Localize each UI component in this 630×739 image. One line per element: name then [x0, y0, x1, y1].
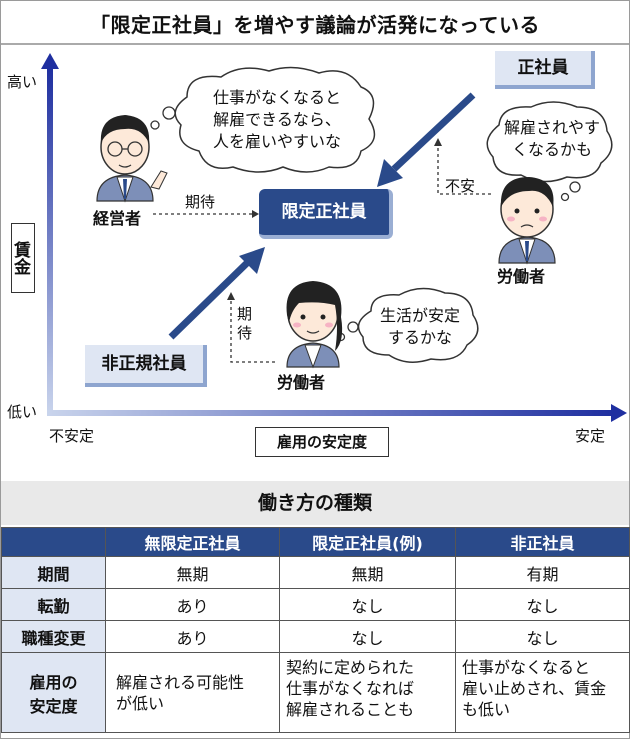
table-header-cell: 限定正社員(例)	[279, 527, 456, 557]
bubble-worker-bottom-shape	[357, 287, 479, 363]
bubble-worker-right-shape	[486, 101, 613, 183]
x-axis-arrowhead	[611, 404, 627, 422]
bubble-manager-shape	[174, 66, 376, 173]
table-cell: なし	[455, 620, 630, 653]
table-cell: 有期	[455, 556, 630, 589]
arrowhead-gentei-bottom	[239, 247, 265, 274]
dashed-arrow-fuan	[437, 143, 491, 195]
table-row: 職種変更 あり なし なし	[1, 620, 630, 653]
dashed-arrowhead-fuan	[434, 138, 442, 146]
label-worker-bottom: 労働者	[277, 373, 326, 392]
work-style-table: 無限定正社員 限定正社員(例) 非正社員 期間 無期 無期 有期 転勤 あり な…	[1, 527, 630, 733]
table-row: 雇用の 安定度 解雇される可能性 が低い 契約に定められた 仕事がなくなれば 解…	[1, 652, 630, 733]
row-label: 転勤	[1, 588, 106, 621]
diagram-graphics	[41, 53, 627, 422]
cell-line: 解雇される可能性	[116, 672, 245, 692]
dashed-arrowhead-kitai	[252, 210, 259, 218]
table-header-cell: 無限定正社員	[105, 527, 280, 557]
bubble-worker-bottom-text: 生活が安定 するかな	[367, 305, 473, 349]
bubble-manager-line: 仕事がなくなると	[212, 88, 341, 107]
bubble-worker-bottom-dot	[347, 321, 359, 333]
table-cell: 契約に定められた 仕事がなくなれば 解雇されることも	[279, 652, 456, 733]
table-cell: あり	[105, 588, 280, 621]
cell-line: が低い	[116, 693, 165, 713]
y-axis	[47, 67, 53, 415]
table-cell: なし	[279, 588, 456, 621]
x-axis-low-label: 不安定	[49, 427, 95, 445]
label-worker-right: 労働者	[497, 267, 546, 286]
cell-line: 仕事がなくなれば	[286, 679, 415, 698]
diagram-title: 「限定正社員」を増やす議論が活発になっている	[90, 13, 540, 37]
diagram-section: 「限定正社員」を増やす議論が活発になっている	[1, 1, 629, 479]
label-kitai-horizontal: 期待	[185, 193, 216, 211]
cell-line: も低い	[462, 700, 511, 719]
table-header-row: 無限定正社員 限定正社員(例) 非正社員	[1, 527, 630, 557]
table-cell: 仕事がなくなると 雇い止めされ、賃金 も低い	[455, 652, 630, 733]
bubble-manager-dot	[162, 106, 176, 120]
cell-line: 契約に定められた	[286, 658, 415, 677]
row-label: 職種変更	[1, 620, 106, 653]
worker-right-illustration	[498, 177, 556, 265]
y-axis-low-label: 低い	[7, 403, 38, 421]
y-axis-high-label: 高い	[7, 73, 38, 91]
table-heading: 働き方の種類	[1, 481, 629, 525]
arrow-seishain-to-gentei	[391, 92, 476, 172]
bubble-manager-text: 仕事がなくなると 解雇できるなら、 人を雇いやすいな	[189, 87, 365, 153]
row-label: 期間	[1, 556, 106, 589]
label-manager: 経営者	[93, 209, 142, 228]
table-cell: なし	[455, 588, 630, 621]
cell-line: 仕事がなくなると	[462, 658, 591, 677]
bubble-worker-right-dot	[569, 181, 581, 193]
title-divider	[1, 43, 629, 45]
bubble-worker-right-text: 解雇されやす くなるかも	[497, 117, 607, 161]
label-fuan: 不安	[445, 177, 476, 195]
table-cell: あり	[105, 620, 280, 653]
label-kitai-vertical: 期 待	[237, 305, 252, 343]
row-label: 雇用の 安定度	[1, 652, 106, 733]
manager-illustration	[96, 115, 168, 203]
dashed-arrowhead-kitai-vertical	[227, 292, 235, 300]
box-seishain: 正社員	[495, 51, 595, 89]
box-hiseiki-shain: 非正規社員	[85, 345, 207, 387]
row-label-line: 安定度	[29, 696, 78, 716]
bubble-manager-dot-small	[150, 120, 160, 130]
cell-line: 雇い止めされ、賃金	[462, 679, 607, 698]
label-kitai-vertical-char: 期	[237, 305, 253, 323]
table-cell: 無期	[279, 556, 456, 589]
dashed-arrow-kitai-vertical	[230, 297, 275, 363]
y-axis-arrowhead	[41, 53, 59, 69]
table-row: 期間 無期 無期 有期	[1, 556, 630, 589]
label-kitai-vertical-char: 待	[237, 324, 253, 342]
cell-line: 解雇されることも	[286, 700, 415, 719]
table-row: 転勤 あり なし なし	[1, 588, 630, 621]
bubble-worker-bottom-line: するかな	[387, 328, 452, 347]
arrow-hiseiki-to-gentei	[168, 260, 250, 340]
table-cell: 無期	[105, 556, 280, 589]
bubble-worker-right-dot-small	[560, 192, 570, 202]
table-header-blank	[1, 527, 106, 557]
table-cell: 解雇される可能性 が低い	[105, 652, 280, 733]
x-axis-high-label: 安定	[575, 427, 606, 445]
row-label-line: 雇用の	[29, 672, 78, 692]
bubble-manager-line: 人を雇いやすいな	[212, 132, 341, 151]
arrowhead-gentei-right	[377, 159, 403, 187]
bubble-manager-line: 解雇できるなら、	[213, 110, 341, 129]
y-axis-title: 賃金	[10, 223, 35, 293]
table-cell: なし	[279, 620, 456, 653]
worker-bottom-illustration	[286, 281, 343, 369]
bubble-worker-right-line: くなるかも	[511, 140, 592, 159]
x-axis-title: 雇用の安定度	[255, 427, 389, 457]
box-gentei-seishain: 限定正社員	[259, 189, 393, 239]
table-header-cell: 非正社員	[455, 527, 630, 557]
x-axis	[47, 410, 613, 416]
bubble-worker-bottom-line: 生活が安定	[379, 306, 460, 325]
table-section: 働き方の種類 無限定正社員 限定正社員(例) 非正社員 期間 無期 無期 有期	[1, 481, 630, 737]
bubble-worker-right-line: 解雇されやす	[503, 118, 600, 137]
